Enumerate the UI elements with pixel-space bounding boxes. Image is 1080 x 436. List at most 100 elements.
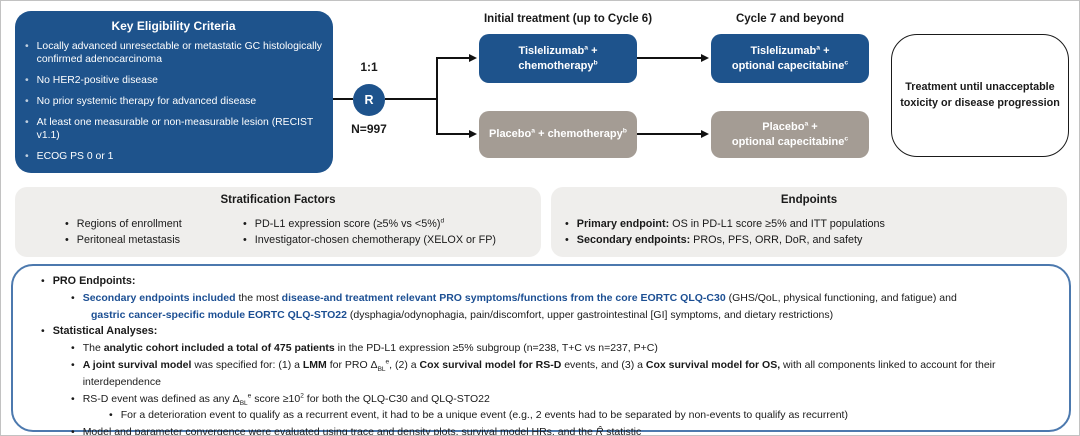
endpoints-items: • Primary endpoint: OS in PD-L1 score ≥5… [565,216,1057,248]
bullet-icon: • [565,234,569,246]
statistical-analyses-line: • RS-D event was defined as any ΔBLe sco… [27,391,1061,408]
statistical-analyses-line: • Model and parameter convergence were e… [27,424,1061,436]
eligibility-item-text: No HER2-positive disease [36,75,158,86]
connector-line [385,98,436,100]
bullet-icon: • [71,426,75,436]
arrowhead-icon [469,130,477,138]
arrowhead-icon [701,54,709,62]
pro-endpoints-text: gastric cancer-specific module EORTC QLQ… [91,308,834,321]
treatment-duration-line: Treatment until unacceptable [905,81,1055,94]
eligibility-item: • No HER2-positive disease [25,74,322,87]
statistical-analyses-text: A joint survival model was specified for… [82,358,996,388]
pro-endpoints-heading-row: • PRO Endpoints: [27,273,1061,290]
treatment-duration-line: toxicity or disease progression [900,96,1060,109]
bullet-icon: • [243,234,247,246]
connector-line [333,98,353,100]
connector-line [637,57,701,59]
pro-endpoints-text: Secondary endpoints included the most di… [82,291,957,304]
endpoints-box: Endpoints • Primary endpoint: OS in PD-L… [551,187,1067,257]
endpoints-item-text: Primary endpoint: OS in PD-L1 score ≥5% … [576,218,885,230]
treatment-duration-box: Treatment until unacceptable toxicity or… [891,34,1069,157]
sample-size-label: N=997 [351,122,387,136]
eligibility-item-text: At least one measurable or non-measurabl… [36,117,314,141]
arm-label-line: Tislelizumaba + [750,44,830,58]
statistical-analyses-heading: Statistical Analyses: [52,325,158,338]
arm-box-tislelizumab-capecitabine: Tislelizumaba + optional capecitabinec [711,34,869,83]
eligibility-item-text: Locally advanced unresectable or metasta… [36,41,322,65]
statistical-analyses-text: RS-D event was defined as any ΔBLe score… [82,392,490,407]
statistical-analyses-text: The analytic cohort included a total of … [82,342,658,355]
bullet-icon: • [65,218,69,230]
eligibility-item: • No prior systemic therapy for advanced… [25,95,322,108]
connector-line [436,133,469,135]
bullet-icon: • [41,275,45,287]
bullet-icon: • [71,358,75,371]
statistical-analyses-line: • The analytic cohort included a total o… [27,340,1061,357]
pro-statistics-panel: • PRO Endpoints: • Secondary endpoints i… [11,264,1071,435]
pro-endpoints-line-continued: gastric cancer-specific module EORTC QLQ… [27,307,1061,324]
statistical-analyses-subline: • For a deterioration event to qualify a… [27,407,1061,424]
bullet-icon: • [71,342,75,355]
stratification-box: Stratification Factors • Regions of enro… [15,187,541,257]
eligibility-item-text: ECOG PS 0 or 1 [36,151,114,162]
bullet-icon: • [109,409,113,422]
stratification-item-text: Regions of enrollment [76,218,182,230]
eligibility-item: • At least one measurable or non-measura… [25,116,322,142]
arm-label-line: optional capecitabinec [731,134,849,148]
stratification-title: Stratification Factors [220,194,336,206]
bullet-icon: • [25,151,29,162]
connector-line [436,57,438,135]
stratification-item-text: Investigator-chosen chemotherapy (XELOX … [254,234,497,246]
randomization-circle: R [353,84,385,116]
randomization-ratio: 1:1 [360,60,378,74]
eligibility-item-text: No prior systemic therapy for advanced d… [36,96,257,107]
pro-endpoints-heading: PRO Endpoints: [52,275,136,287]
statistical-analyses-line: • A joint survival model was specified f… [27,357,1061,391]
statistical-analyses-text: Model and parameter convergence were eva… [82,426,642,436]
arm-box-placebo-capecitabine: Placeboa + optional capecitabinec [711,111,869,158]
bullet-icon: • [71,291,75,304]
eligibility-title: Key Eligibility Criteria [111,19,236,33]
arm-label-line: Placeboa + [762,120,818,134]
stratification-item-text: PD-L1 expression score (≥5% vs <5%)d [254,217,445,230]
arm-box-tislelizumab-chemotherapy: Tislelizumaba + chemotherapyb [479,34,637,83]
bullet-icon: • [243,218,247,230]
pro-endpoints-line: • Secondary endpoints included the most … [27,290,1061,307]
column-header-cycle7-beyond: Cycle 7 and beyond [735,13,844,25]
endpoints-item-text: Secondary endpoints: PROs, PFS, ORR, DoR… [576,234,863,246]
stratification-item-text: Peritoneal metastasis [76,234,181,246]
bullet-icon: • [25,117,29,128]
column-header-initial-treatment: Initial treatment (up to Cycle 6) [483,13,653,25]
eligibility-item: • ECOG PS 0 or 1 [25,150,322,163]
stratification-item: • Regions of enrollment [65,216,182,232]
bullet-icon: • [71,392,75,405]
arm-label-line: Tislelizumaba + [518,44,598,58]
arm-label-line: optional capecitabinec [731,58,849,72]
stratification-item: • Investigator-chosen chemotherapy (XELO… [243,232,496,248]
bullet-icon: • [65,234,69,246]
bullet-icon: • [25,96,29,107]
eligibility-box: Key Eligibility Criteria • Locally advan… [15,11,333,173]
arm-box-placebo-chemotherapy: Placeboa + chemotherapyb [479,111,637,158]
arrowhead-icon [701,130,709,138]
bullet-icon: • [25,41,29,52]
arm-label-line: chemotherapyb [518,58,598,72]
bullet-icon: • [41,325,45,338]
bullet-icon: • [25,75,29,86]
stratification-column-2: • PD-L1 expression score (≥5% vs <5%)d •… [243,216,496,248]
randomization-symbol: R [364,93,374,107]
stratification-item: • Peritoneal metastasis [65,232,182,248]
bullet-icon: • [565,218,569,230]
endpoints-title: Endpoints [780,194,838,206]
stratification-item: • PD-L1 expression score (≥5% vs <5%)d [243,216,496,232]
statistical-analyses-heading-row: • Statistical Analyses: [27,323,1061,340]
connector-line [436,57,469,59]
endpoints-item: • Secondary endpoints: PROs, PFS, ORR, D… [565,232,1057,248]
eligibility-item: • Locally advanced unresectable or metas… [25,40,322,66]
arrowhead-icon [469,54,477,62]
endpoints-item: • Primary endpoint: OS in PD-L1 score ≥5… [565,216,1057,232]
stratification-column-1: • Regions of enrollment • Peritoneal met… [65,216,182,248]
arm-label-line: Placeboa + chemotherapyb [489,127,627,141]
connector-line [637,133,701,135]
